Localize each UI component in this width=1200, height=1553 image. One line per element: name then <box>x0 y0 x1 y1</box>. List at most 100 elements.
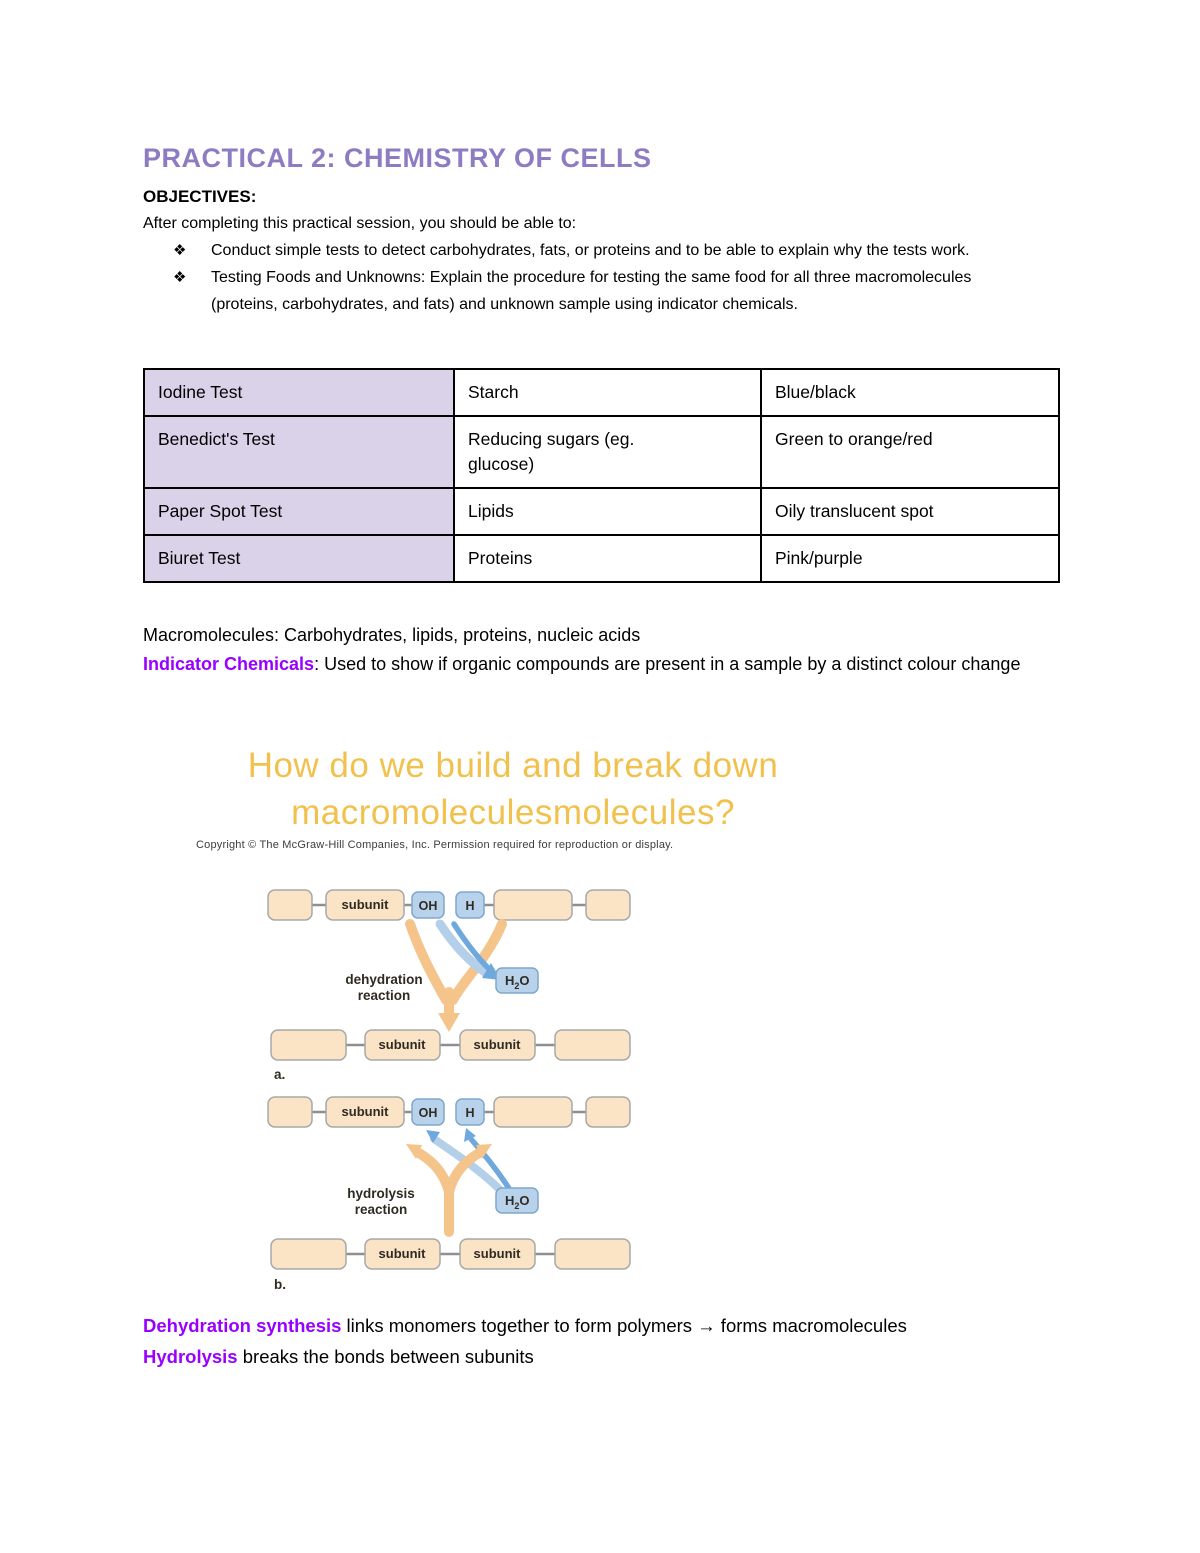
diamond-bullet-icon: ❖ <box>173 269 187 286</box>
up-arrowhead <box>426 1130 440 1143</box>
h2o-label: H2O <box>505 1193 530 1211</box>
dehydration-summary: Dehydration synthesis links monomers tog… <box>143 1310 1103 1341</box>
objectives-intro: After completing this practical session,… <box>143 215 577 232</box>
up-arrowhead <box>464 1128 476 1142</box>
summary-section: Dehydration synthesis links monomers tog… <box>143 1310 1103 1372</box>
table-row: Biuret Test Proteins Pink/purple <box>143 534 1060 583</box>
list-item: ❖ Conduct simple tests to detect carbohy… <box>143 237 1061 264</box>
test-name-cell: Biuret Test <box>143 534 455 583</box>
subunit-label: subunit <box>474 1037 522 1052</box>
water-molecule-box <box>495 1187 539 1214</box>
figure-title: How do we build and break down macromole… <box>143 742 883 836</box>
table-row: Benedict's Test Reducing sugars (eg. glu… <box>143 415 1060 489</box>
subunit-label: subunit <box>342 897 390 912</box>
indicator-note: Indicator Chemicals: Used to show if org… <box>143 650 1061 679</box>
water-release-arrow-dark <box>451 921 493 973</box>
chain-end-box <box>270 1029 347 1061</box>
hydrolysis-summary: Hydrolysis breaks the bonds between subu… <box>143 1341 1103 1372</box>
diamond-bullet-icon: ❖ <box>173 242 187 259</box>
dehydration-term: Dehydration synthesis <box>143 1315 342 1336</box>
hydrolysis-definition: breaks the bonds between subunits <box>237 1346 534 1367</box>
figure-title-line2: macromoleculesmolecules? <box>291 793 735 832</box>
subunit-box <box>459 1029 536 1061</box>
indicator-definition: : Used to show if organic compounds are … <box>314 654 1021 674</box>
hydrolysis-label-line1: hydrolysis <box>347 1186 415 1201</box>
subunit-label: subunit <box>474 1246 522 1261</box>
hydrogen-box <box>455 1098 485 1126</box>
up-left-arrowhead <box>406 1144 422 1159</box>
h2o-subscript: 2 <box>514 981 519 991</box>
down-arrowhead <box>438 1013 460 1032</box>
dehydration-definition: links monomers together to form polymers… <box>341 1315 907 1336</box>
table-row: Paper Spot Test Lipids Oily translucent … <box>143 487 1060 536</box>
h2o-o: O <box>519 1193 529 1208</box>
h2o-h: H <box>505 1193 514 1208</box>
chain-end-box <box>270 1238 347 1270</box>
macromolecules-note: Macromolecules: Carbohydrates, lipids, p… <box>143 625 641 645</box>
h2o-subscript: 2 <box>514 1201 519 1211</box>
test-result-cell: Oily translucent spot <box>760 487 1060 536</box>
panel-a-label: a. <box>274 1067 285 1082</box>
hydrolysis-arrow-right <box>444 1148 484 1197</box>
hydroxyl-group-box <box>411 1098 445 1126</box>
reaction-diagram: subunit OH H H2O dehydration reaction <box>267 889 631 1292</box>
subunit-box <box>493 889 573 921</box>
dehydration-panel: subunit OH H H2O dehydration reaction <box>267 889 631 1082</box>
hydroxyl-group-box <box>411 891 445 919</box>
chain-end-box <box>585 1096 631 1128</box>
test-result-cell: Blue/black <box>760 368 1060 417</box>
test-result-cell: Pink/purple <box>760 534 1060 583</box>
chain-end-box <box>585 889 631 921</box>
hydrolysis-panel: subunit OH H H2O hydrolysis re <box>267 1096 631 1292</box>
h-label: H <box>465 1106 474 1120</box>
chain-end-box <box>267 1096 313 1128</box>
test-target-cell: Lipids <box>453 487 762 536</box>
objective-text: Testing Foods and Unknowns: Explain the … <box>211 269 972 313</box>
subunit-box <box>459 1238 536 1270</box>
h2o-o: O <box>519 973 529 988</box>
h2o-h: H <box>505 973 514 988</box>
test-name-cell: Benedict's Test <box>143 415 455 489</box>
test-target-cell: Reducing sugars (eg. glucose) <box>453 415 762 489</box>
subunit-label: subunit <box>379 1037 427 1052</box>
subunit-box <box>364 1029 441 1061</box>
objective-text: Conduct simple tests to detect carbohydr… <box>211 242 970 259</box>
indicator-term: Indicator Chemicals <box>143 654 315 674</box>
subunit-box <box>325 889 405 921</box>
objectives-heading: OBJECTIVES: <box>143 187 257 206</box>
objectives-section: OBJECTIVES: After completing this practi… <box>143 183 1061 318</box>
h-label: H <box>465 899 474 913</box>
hydrolysis-label-line2: reaction <box>355 1202 408 1217</box>
hydrogen-box <box>455 891 485 919</box>
subunit-box <box>325 1096 405 1128</box>
dehydration-arrow-left <box>405 919 451 1005</box>
figure-copyright: Copyright © The McGraw-Hill Companies, I… <box>196 839 674 851</box>
notes-section: Macromolecules: Carbohydrates, lipids, p… <box>143 621 1061 679</box>
test-target-cell: Starch <box>453 368 762 417</box>
chain-end-box <box>554 1238 631 1270</box>
subunit-label: subunit <box>379 1246 427 1261</box>
h2o-label: H2O <box>505 973 530 991</box>
figure-title-line1: How do we build and break down <box>247 746 779 785</box>
hydrolysis-term: Hydrolysis <box>143 1346 238 1367</box>
chain-end-box <box>554 1029 631 1061</box>
water-molecule-box <box>495 967 539 994</box>
dehydration-label-line2: reaction <box>358 988 411 1003</box>
oh-label: OH <box>419 1106 438 1120</box>
test-name-cell: Paper Spot Test <box>143 487 455 536</box>
page-title: PRACTICAL 2: CHEMISTRY OF CELLS <box>143 143 652 173</box>
chain-end-box <box>267 889 313 921</box>
test-name-cell: Iodine Test <box>143 368 455 417</box>
dehydration-label-line1: dehydration <box>345 972 422 987</box>
table-row: Iodine Test Starch Blue/black <box>143 368 1060 417</box>
panel-b-label: b. <box>274 1277 286 1292</box>
oh-label: OH <box>419 899 438 913</box>
macromolecule-figure: How do we build and break down macromole… <box>143 742 883 1302</box>
list-item: ❖ Testing Foods and Unknowns: Explain th… <box>143 264 1061 318</box>
subunit-box <box>493 1096 573 1128</box>
up-right-arrowhead <box>476 1144 492 1159</box>
subunit-label: subunit <box>342 1104 390 1119</box>
indicator-tests-table: Iodine Test Starch Blue/black Benedict's… <box>143 368 1060 583</box>
test-result-cell: Green to orange/red <box>760 415 1060 489</box>
